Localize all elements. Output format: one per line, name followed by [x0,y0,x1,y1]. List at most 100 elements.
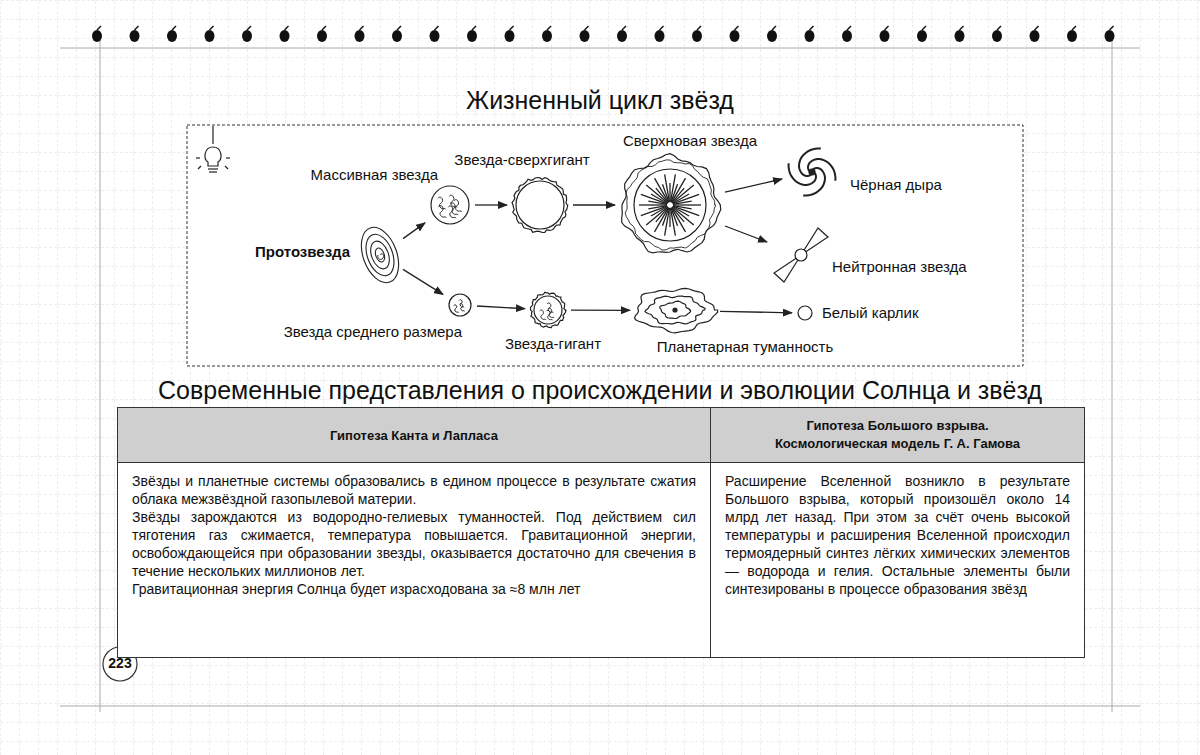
stage-label: Массивная звезда [310,166,438,183]
arrow-connector [475,204,507,205]
outline [448,206,456,218]
binding-wire [1035,26,1039,30]
binding-wire [885,26,889,30]
ray [672,207,693,225]
outline [622,154,721,253]
ray [641,206,667,216]
stage-label: Звезда-гигант [505,335,601,352]
outline [454,305,459,313]
header-text: Космологическая модель Г. А. Гамова [712,435,1083,453]
binding-ring [617,30,627,42]
binding-ring [467,30,477,42]
star-illustration [772,225,830,285]
outline [660,301,691,318]
binding-wire [210,26,214,30]
outline [516,181,564,229]
body-cell: Звёзды и планетные системы образовались … [118,463,711,658]
header-text: Гипотеза Большого взрыва. [712,417,1083,435]
binding-ring [580,30,590,42]
supergiant-star: Звезда-сверхгигант [512,177,568,233]
protostar: Протозвезда [362,225,398,285]
binding-ring [505,30,515,42]
arrow-connector [720,311,792,312]
page-number: 223 [100,655,140,671]
binding-wire [547,26,551,30]
binding-wire [660,26,664,30]
outline [625,160,716,250]
lightbulb-icon [196,126,230,172]
outline [645,296,705,324]
binding-wire [247,26,251,30]
binding-ring [542,30,552,42]
outline [803,168,825,195]
margin-line [60,48,1140,49]
margin-line [60,706,1140,707]
binding-ring [992,30,1002,42]
binding-wire [810,26,814,30]
outline [438,197,446,209]
binding-ring [92,30,102,42]
supernova-star: Сверхновая звезда [620,155,720,255]
binding-wire [1072,26,1076,30]
massive-star: Массивная звезда [430,185,470,225]
star-illustration [787,147,837,197]
outline [634,169,706,241]
black-hole: Чёрная дыра [787,147,837,197]
binding-wire [97,26,101,30]
outline [459,300,464,308]
ray [673,194,699,204]
margin-line [1112,40,1113,712]
diagram-frame [187,125,1023,366]
outline [809,169,815,175]
ray [671,208,676,236]
binding-ring [392,30,402,42]
binding-wire [397,26,401,30]
binding-ring [805,30,815,42]
stage-label: Протозвезда [255,243,350,260]
star-illustration [448,293,472,317]
outline [795,249,807,261]
stage-label: Белый карлик [822,304,919,321]
binding-ring [655,30,665,42]
medium-star: Звезда среднего размера [448,293,472,317]
outline [512,178,568,233]
binding-ring [917,30,927,42]
section-heading: Современные представления о происхождени… [0,376,1200,405]
arrow-connector [725,179,782,192]
binding-wire [735,26,739,30]
body-row: Звёзды и планетные системы образовались … [118,463,1085,658]
planetary-nebula: Планетарная туманность [635,288,715,333]
header-text: Гипотеза Канта и Лапласа [119,428,709,443]
binding-ring [1030,30,1040,42]
binding-wire [360,26,364,30]
star-illustration [430,185,470,225]
star-illustration [797,305,813,321]
table-body: Гипотеза Канта и ЛапласаГипотеза Большог… [118,408,1085,658]
binding-ring [130,30,140,42]
binding-ring [167,30,177,42]
outline [547,303,553,313]
binding-ring [242,30,252,42]
binding-wire [997,26,1001,30]
binding-wire [622,26,626,30]
outline [531,292,566,328]
binding-ring [842,30,852,42]
binding-ring [280,30,290,42]
star-illustration [635,288,715,333]
diagram-title: Жизненный цикл звёзд [0,86,1200,115]
header-cell: Гипотеза Канта и Лапласа [118,408,711,463]
binding-ring [880,30,890,42]
ray [673,201,692,204]
binding-ring [1067,30,1077,42]
stage-label: Чёрная дыра [850,176,942,193]
arrow-connector [403,223,425,239]
outline [378,254,384,260]
outline [431,186,469,224]
ray [646,185,667,203]
stage-label: Сверхновая звезда [623,132,757,149]
header-cell: Гипотеза Большого взрыва.Космологическая… [711,408,1085,463]
binding-ring [317,30,327,42]
star-illustration [362,225,398,285]
ray [672,178,686,202]
